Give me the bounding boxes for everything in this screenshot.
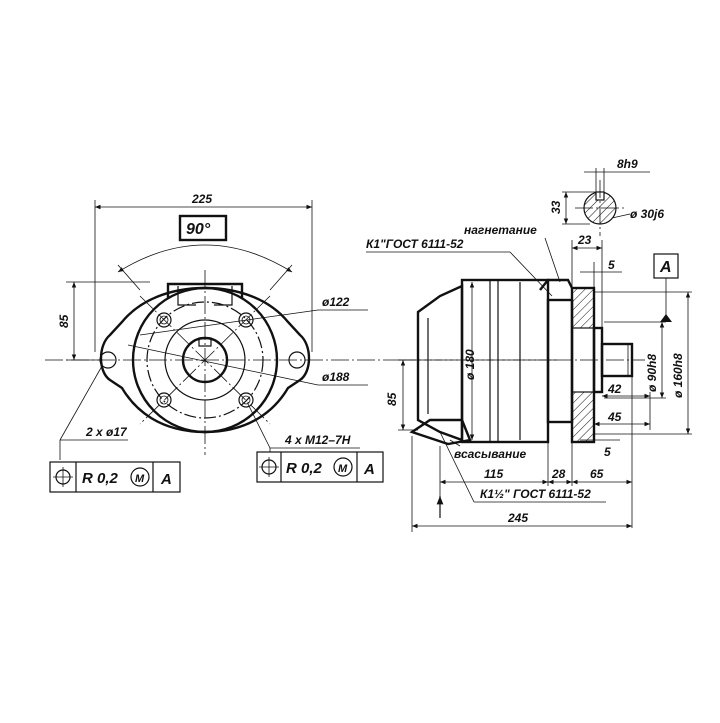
tolerance-frame-2: R 0,2 M A xyxy=(256,451,384,483)
rear-cover xyxy=(416,284,464,442)
tol-1-modifier: M xyxy=(135,473,145,485)
inlet-label: всасывание xyxy=(454,447,527,461)
tolerance-frame-1: R 0,2 M A xyxy=(49,461,181,493)
shaft-key xyxy=(198,337,212,347)
tol-2-datum: A xyxy=(363,461,375,478)
dim-30j6-leader xyxy=(611,213,631,219)
threaded-hole-bl xyxy=(156,392,172,408)
inlet-label-leader xyxy=(449,439,461,447)
angle-label: 90° xyxy=(186,221,211,238)
datum-a-label: A xyxy=(659,259,672,276)
inlet-port xyxy=(409,418,472,446)
dim-245-label: 245 xyxy=(507,511,528,525)
dim-225-label: 225 xyxy=(191,192,212,206)
dim-42-label: 42 xyxy=(607,382,622,396)
dim-90h8-label: ø 90h8 xyxy=(645,354,659,392)
threaded-hole-tl xyxy=(156,312,172,328)
front-view: 225 90° 85 ø122 ø188 2 x ø17 xyxy=(45,192,560,493)
dim-160h8-label: ø 160h8 xyxy=(671,353,685,398)
dim-122-label: ø122 xyxy=(322,295,350,309)
tol-1-modifier-circle xyxy=(130,467,150,487)
tol-2-value: R 0,2 xyxy=(286,460,323,477)
datum-a-triangle xyxy=(660,314,672,322)
dim-28-label: 28 xyxy=(551,467,566,481)
lug-hole-right xyxy=(288,351,306,369)
hole-axis-2 xyxy=(139,295,271,425)
leader-188 xyxy=(127,344,319,386)
dim-5-top-label: 5 xyxy=(608,258,615,272)
top-port-slot-right xyxy=(214,286,233,306)
dim-65-label: 65 xyxy=(590,467,604,481)
dim-33-label: 33 xyxy=(549,200,563,214)
dim-188-label: ø188 xyxy=(322,370,350,384)
bolt-circle xyxy=(146,301,264,419)
threaded-hole-tr xyxy=(238,312,254,328)
tol-2-modifier-circle xyxy=(333,457,353,477)
shaft-section: 8h9 33 ø 30j6 xyxy=(549,157,664,236)
dim-85-front-label: 85 xyxy=(57,314,71,328)
outlet-label: нагнетание xyxy=(464,223,537,237)
angle-leg-left xyxy=(117,264,141,291)
leader-122 xyxy=(139,309,319,336)
dim-8h9-label: 8h9 xyxy=(617,157,638,171)
pilot-bore-circle xyxy=(164,319,246,401)
threads-label: 4 x M12–7H xyxy=(284,433,351,447)
threaded-hole-br xyxy=(238,392,254,408)
angle-leg-right xyxy=(269,264,293,291)
angle-box xyxy=(178,214,228,242)
top-port-slot-left xyxy=(177,286,196,306)
tol-1-value: R 0,2 xyxy=(82,470,119,487)
dim-45-label: 45 xyxy=(607,410,622,424)
outlet-port xyxy=(539,278,574,291)
outlet-thread-leader xyxy=(509,251,553,297)
leader-threads xyxy=(247,403,271,449)
holes-label: 2 x ø17 xyxy=(85,425,128,439)
side-view: ø 180 85 ø 90h8 ø 160h8 A 23 5 нагнетани… xyxy=(366,223,692,532)
tol-2-modifier: M xyxy=(338,463,348,475)
dim-23-label: 23 xyxy=(577,233,592,247)
dim-30j6-label: ø 30j6 xyxy=(630,207,664,221)
dim-5-bottom-label: 5 xyxy=(604,445,611,459)
dim-115-label: 115 xyxy=(484,467,503,481)
dim-85-side-label: 85 xyxy=(385,392,399,406)
inlet-thread-leader xyxy=(439,431,475,503)
tol-1-datum: A xyxy=(160,471,172,488)
outlet-thread-label: К1"ГОСТ 6111-52 xyxy=(366,237,464,251)
leader-holes xyxy=(59,365,103,441)
outlet-label-leader xyxy=(544,237,561,283)
body-outer-circle xyxy=(131,286,279,434)
front-cover xyxy=(546,298,574,424)
inlet-thread-label: К1½" ГОСТ 6111-52 xyxy=(480,487,591,501)
mounting-flange-section-top xyxy=(571,287,595,329)
top-port-boss xyxy=(166,282,244,298)
angle-arc xyxy=(117,244,293,273)
mounting-flange-section-bottom xyxy=(571,391,595,443)
dim-180-label: ø 180 xyxy=(463,349,477,380)
